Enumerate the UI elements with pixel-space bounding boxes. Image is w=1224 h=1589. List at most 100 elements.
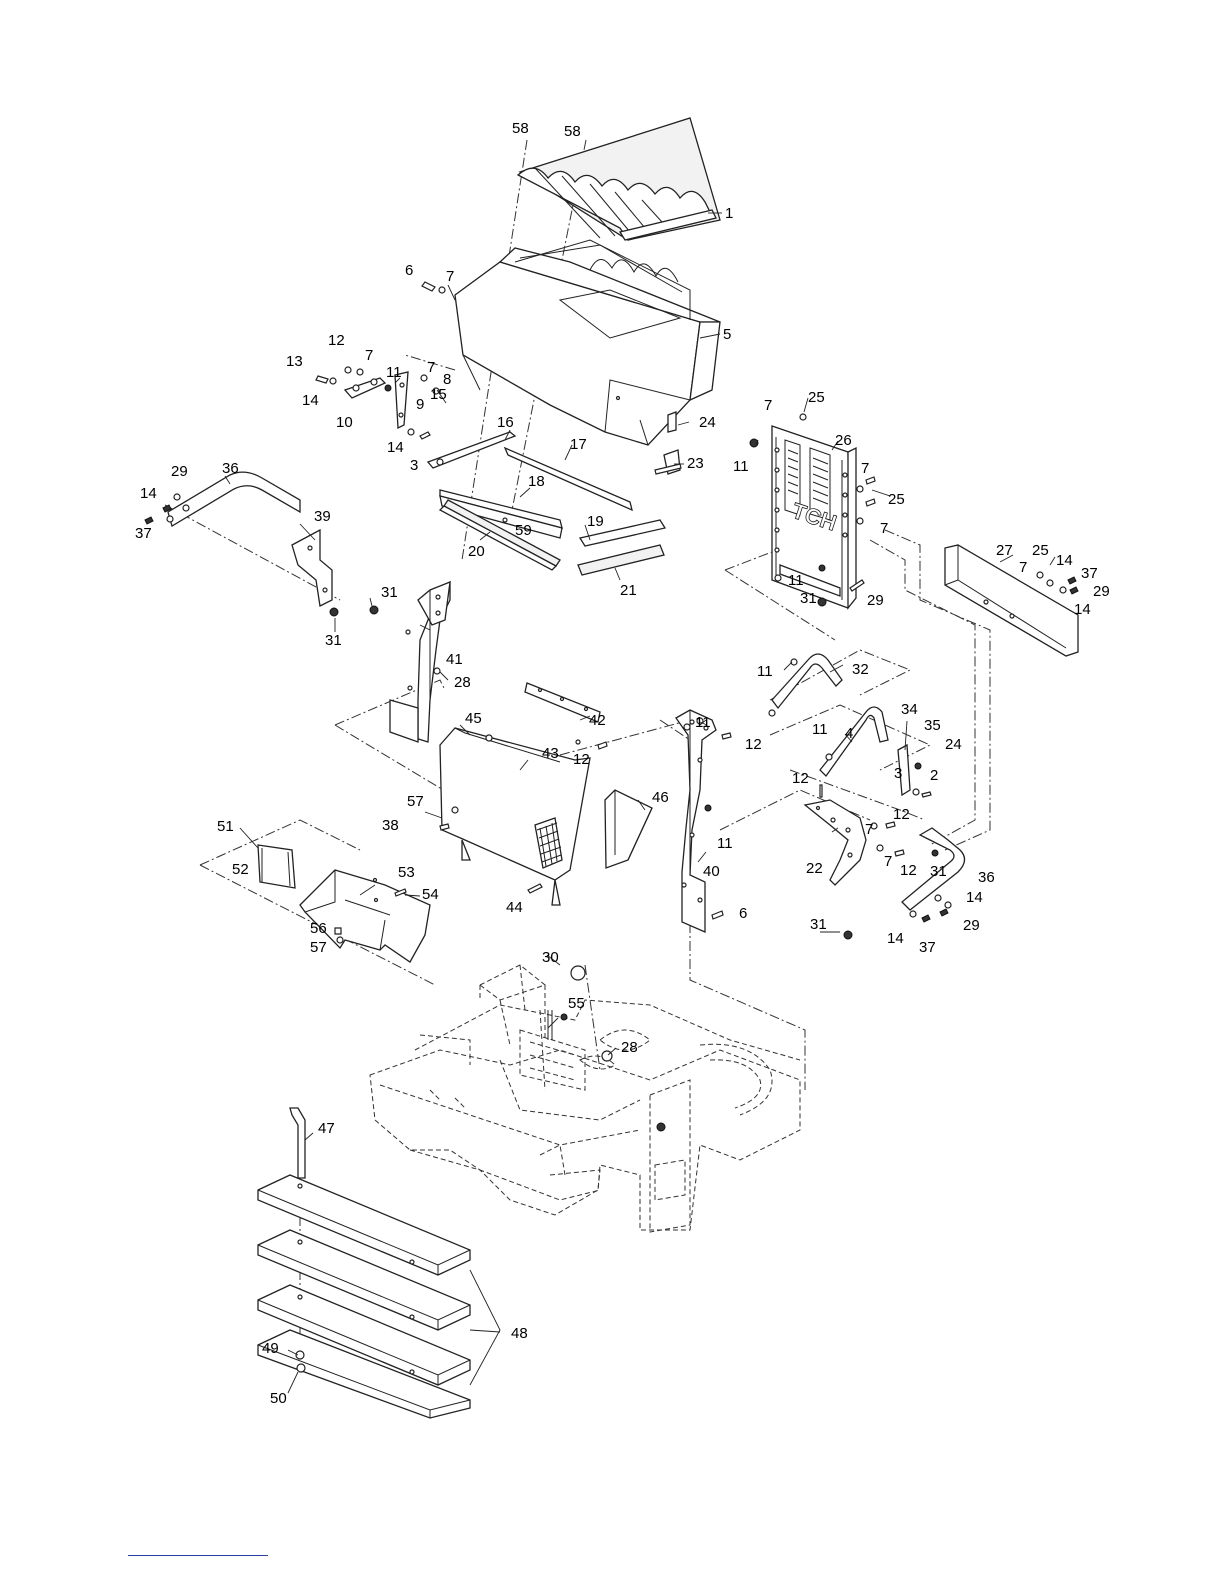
callout-11f: 11: [695, 714, 711, 731]
callout-1: 1: [725, 205, 733, 222]
callout-37b: 37: [1081, 565, 1098, 582]
callout-5: 5: [723, 326, 731, 343]
callout-11a: 11: [386, 364, 402, 381]
callout-59: 59: [515, 522, 532, 539]
callout-37a: 37: [135, 525, 152, 542]
callout-17: 17: [570, 436, 587, 453]
callout-54: 54: [422, 886, 439, 903]
callout-12d: 12: [792, 770, 809, 787]
callout-10: 10: [336, 414, 353, 431]
callout-24b: 24: [945, 736, 962, 753]
callout-31a: 31: [381, 584, 398, 601]
callout-4: 4: [845, 725, 853, 742]
callout-31d: 31: [930, 863, 947, 880]
callout-21: 21: [620, 582, 637, 599]
callout-37c: 37: [919, 939, 936, 956]
callout-13: 13: [286, 353, 303, 370]
callout-12c: 12: [745, 736, 762, 753]
callout-7b: 7: [365, 347, 373, 364]
callout-29d: 29: [963, 917, 980, 934]
callout-16: 16: [497, 414, 514, 431]
counterweight-stack: [255, 1108, 500, 1418]
left-upright-post: [390, 582, 450, 742]
callout-35: 35: [924, 717, 941, 734]
floor-plate-assembly: [258, 845, 430, 962]
callout-7f: 7: [880, 520, 888, 537]
callout-11e: 11: [812, 721, 828, 738]
left-handle-bar: [145, 472, 300, 526]
angle-strips: [428, 432, 665, 575]
callout-43: 43: [542, 745, 559, 762]
callout-39: 39: [314, 508, 331, 525]
callout-3a: 3: [410, 457, 418, 474]
callout-14f: 14: [966, 889, 983, 906]
callout-52: 52: [232, 861, 249, 878]
right-upright-post: [676, 710, 731, 932]
callout-57b: 57: [310, 939, 327, 956]
corrugated-top-cover: [518, 118, 720, 240]
callout-19: 19: [587, 513, 604, 530]
callout-44: 44: [506, 899, 523, 916]
callout-58b: 58: [564, 123, 581, 140]
clip-45: [486, 735, 492, 741]
callout-27: 27: [996, 542, 1013, 559]
callout-48: 48: [511, 1325, 528, 1342]
callout-12e: 12: [893, 806, 910, 823]
callout-32: 32: [852, 661, 869, 678]
callout-7a: 7: [446, 268, 454, 285]
rear-panel: TCH: [750, 414, 875, 608]
callout-12a: 12: [328, 332, 345, 349]
callout-18: 18: [528, 473, 545, 490]
callout-14a: 14: [302, 392, 319, 409]
callout-6a: 6: [405, 262, 413, 279]
footer-link-underline[interactable]: [128, 1555, 268, 1556]
callout-23: 23: [687, 455, 704, 472]
callout-22: 22: [806, 860, 823, 877]
callout-28a: 28: [454, 674, 471, 691]
callout-7d: 7: [764, 397, 772, 414]
callout-11g: 11: [717, 835, 733, 852]
callout-14b: 14: [387, 439, 404, 456]
callout-11b: 11: [733, 458, 749, 475]
callout-50: 50: [270, 1390, 287, 1407]
callout-11c: 11: [788, 572, 804, 589]
callout-14e: 14: [1074, 601, 1091, 618]
callout-45: 45: [465, 710, 482, 727]
screw-44: [528, 884, 542, 893]
callout-3b: 3: [894, 765, 902, 782]
callout-55: 55: [568, 995, 585, 1012]
callout-20: 20: [468, 543, 485, 560]
callout-7i: 7: [884, 853, 892, 870]
callout-46: 46: [652, 789, 669, 806]
callout-41: 41: [446, 651, 463, 668]
callout-29b: 29: [867, 592, 884, 609]
left-mount-bracket: [292, 530, 378, 616]
callout-56: 56: [310, 920, 327, 937]
callout-7c: 7: [427, 359, 435, 376]
callout-57a: 57: [407, 793, 424, 810]
callout-7h: 7: [865, 821, 873, 838]
callout-2: 2: [930, 767, 938, 784]
machine-frame-phantom: [370, 965, 800, 1232]
side-shield: [605, 790, 652, 868]
callout-51: 51: [217, 818, 234, 835]
callout-38: 38: [382, 817, 399, 834]
callout-29a: 29: [171, 463, 188, 480]
callout-34: 34: [901, 701, 918, 718]
callout-12b: 12: [573, 751, 590, 768]
callout-49: 49: [262, 1340, 279, 1357]
callout-26: 26: [835, 432, 852, 449]
callout-40: 40: [703, 863, 720, 880]
callout-25c: 25: [1032, 542, 1049, 559]
callout-6b: 6: [739, 905, 747, 922]
callout-7g: 7: [1019, 559, 1027, 576]
callout-58a: 58: [512, 120, 529, 137]
callout-11d: 11: [757, 663, 773, 680]
callout-28b: 28: [621, 1039, 638, 1056]
callout-25a: 25: [808, 389, 825, 406]
callout-30: 30: [542, 949, 559, 966]
callout-53: 53: [398, 864, 415, 881]
callout-15: 15: [430, 386, 447, 403]
